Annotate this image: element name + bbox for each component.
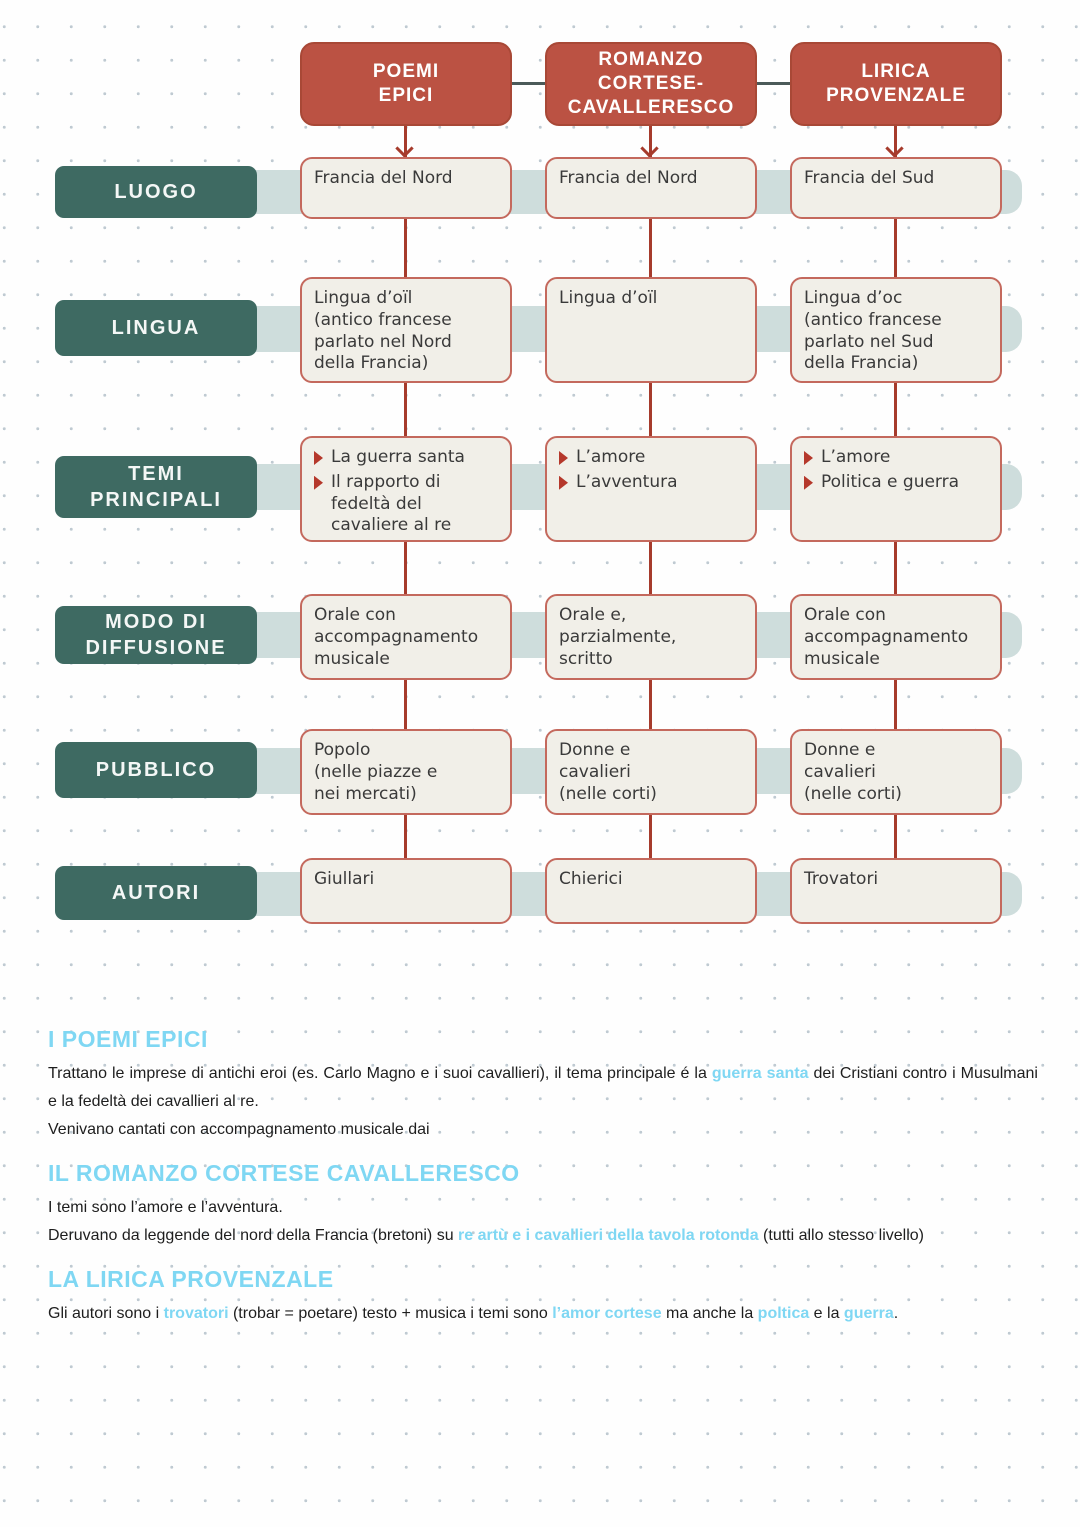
highlighted-text: trovatori: [163, 1305, 229, 1322]
note-text: Gli autori sono i: [48, 1305, 164, 1322]
note-text: ma anche la: [661, 1305, 758, 1322]
cell-modo-col2: Orale e, parzialmente, scritto: [545, 594, 757, 680]
cell-modo-col1: Orale con accompagnamento musicale: [300, 594, 512, 680]
bullet-item: L’avventura: [559, 472, 743, 494]
row-label-temi-principali: TEMI PRINCIPALI: [55, 456, 257, 518]
note-section-romanzo-cortese: IL ROMANZO CORTESE CAVALLERESCO I temi s…: [48, 1160, 1038, 1250]
bullet-marker-icon: [314, 475, 323, 490]
bullet-marker-icon: [559, 451, 568, 465]
cell-pubblico-col2: Donne e cavalieri (nelle corti): [545, 729, 757, 815]
note-text: .: [893, 1305, 899, 1322]
highlighted-text: guerra: [843, 1305, 894, 1322]
note-text: Venivano cantati con accompagnamento mus…: [48, 1121, 430, 1138]
row-label-modo-di-diffusione: MODO DI DIFFUSIONE: [55, 606, 257, 664]
notes-area: I POEMI EPICI Trattano le imprese di ant…: [48, 1026, 1038, 1328]
note-text: e la: [809, 1305, 844, 1322]
highlighted-text: poltica: [757, 1305, 810, 1322]
note-section-lirica-provenzale: LA LIRICA PROVENZALE Gli autori sono i t…: [48, 1266, 1038, 1328]
arrow-down-icon: [885, 139, 904, 158]
cell-luogo-col1: Francia del Nord: [300, 157, 512, 219]
bullet-item: L’amore: [804, 447, 988, 469]
note-paragraph: Venivano cantati con accompagnamento mus…: [48, 1116, 1038, 1144]
bullet-marker-icon: [804, 475, 813, 490]
cell-autori-col3: Trovatori: [790, 858, 1002, 924]
header-connector-line: [757, 82, 790, 85]
column-header-lirica-provenzale: LIRICA PROVENZALE: [790, 42, 1002, 126]
note-paragraph: Trattano le imprese di antichi eroi (es.…: [48, 1060, 1038, 1116]
cell-autori-col2: Chierici: [545, 858, 757, 924]
bullet-marker-icon: [314, 451, 323, 465]
column-header-romanzo-cortese-cavalleresco: ROMANZO CORTESE- CAVALLERESCO: [545, 42, 757, 126]
bullet-item: L’amore: [559, 447, 743, 469]
cell-luogo-col3: Francia del Sud: [790, 157, 1002, 219]
cell-lingua-col2: Lingua d’oïl: [545, 277, 757, 383]
column-header-poemi-epici: POEMI EPICI: [300, 42, 512, 126]
note-paragraph: Deruvano da leggende del nord della Fran…: [48, 1222, 1038, 1250]
highlighted-text: re artù e i cavallieri della tavola roto…: [458, 1227, 759, 1244]
bullet-item: La guerra santa: [314, 447, 498, 469]
cell-lingua-col3: Lingua d’oc (antico francese parlato nel…: [790, 277, 1002, 383]
highlighted-text: l’amor cortese: [552, 1305, 662, 1322]
bullet-marker-icon: [804, 451, 813, 465]
note-paragraph: I temi sono l’amore e l’avventura.: [48, 1194, 1038, 1222]
highlighted-text: guerra santa: [711, 1065, 809, 1082]
note-text: I temi sono l’amore e l’avventura.: [48, 1199, 283, 1216]
row-label-autori: AUTORI: [55, 866, 257, 920]
arrow-down-icon: [395, 139, 414, 158]
cell-modo-col3: Orale con accompagnamento musicale: [790, 594, 1002, 680]
header-connector-line: [512, 82, 545, 85]
bullet-item: Il rapporto di fedeltà del cavaliere al …: [314, 472, 498, 537]
bullet-text: Politica e guerra: [821, 471, 960, 492]
bullet-item: Politica e guerra: [804, 472, 988, 494]
row-label-luogo: LUOGO: [55, 166, 257, 218]
note-heading: LA LIRICA PROVENZALE: [48, 1266, 334, 1292]
row-label-pubblico: PUBBLICO: [55, 742, 257, 798]
note-section-poemi-epici: I POEMI EPICI Trattano le imprese di ant…: [48, 1026, 1038, 1144]
bullet-marker-icon: [559, 475, 568, 490]
note-text: Deruvano da leggende del nord della Fran…: [48, 1227, 459, 1244]
cell-lingua-col1: Lingua d’oïl (antico francese parlato ne…: [300, 277, 512, 383]
cell-luogo-col2: Francia del Nord: [545, 157, 757, 219]
bullet-text: L’amore: [821, 447, 891, 467]
cell-autori-col1: Giullari: [300, 858, 512, 924]
note-paragraph: Gli autori sono i trovatori (trobar = po…: [48, 1300, 1038, 1328]
note-heading: I POEMI EPICI: [48, 1026, 208, 1052]
cell-pubblico-col3: Donne e cavalieri (nelle corti): [790, 729, 1002, 815]
note-text: (tutti allo stesso livello): [758, 1227, 924, 1244]
arrow-down-icon: [640, 139, 659, 158]
row-label-lingua: LINGUA: [55, 300, 257, 356]
note-text: dei Cristiani contro i Musulmani e la fe…: [48, 1065, 1038, 1110]
note-text: Trattano le imprese di antichi eroi (es.…: [48, 1065, 712, 1082]
bullet-text: L’amore: [576, 447, 646, 467]
cell-pubblico-col1: Popolo (nelle piazze e nei mercati): [300, 729, 512, 815]
cell-temi-col1: La guerra santa Il rapporto di fedeltà de…: [300, 436, 512, 542]
bullet-text: La guerra santa: [331, 447, 465, 467]
bullet-text: L’avventura: [576, 471, 678, 492]
note-text: (trobar = poetare) testo + musica i temi…: [228, 1305, 553, 1322]
bullet-text: Il rapporto di fedeltà del cavaliere al …: [331, 471, 452, 536]
note-heading: IL ROMANZO CORTESE CAVALLERESCO: [48, 1160, 520, 1186]
